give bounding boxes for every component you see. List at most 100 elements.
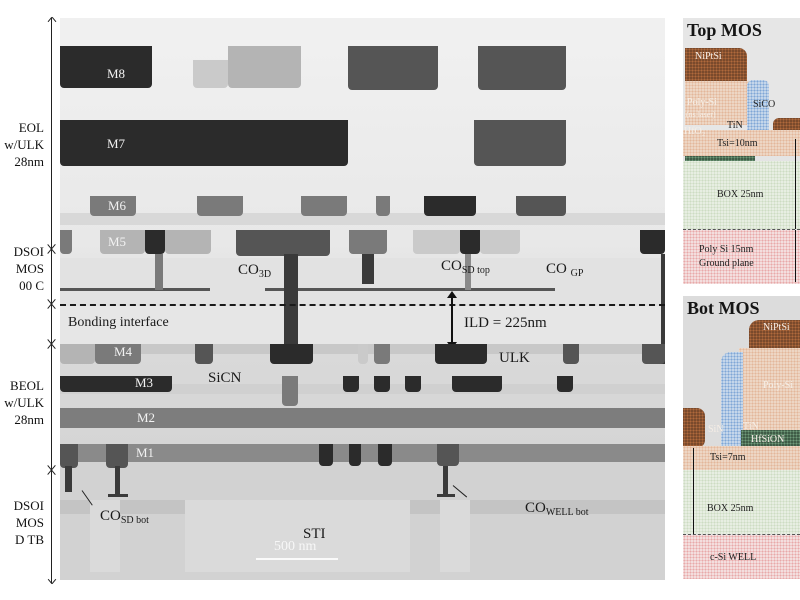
- metal-m7: [474, 120, 566, 166]
- metal-m3: [282, 376, 298, 406]
- box-gp-separator: [683, 229, 800, 230]
- top-active-line: [265, 288, 555, 291]
- bg-band: [60, 18, 665, 46]
- metal-m3: [452, 376, 502, 392]
- cowell-bot-via: [443, 466, 448, 496]
- bot-mos-panel: Bot MOS NiPtSi Poly-Si SiN TiN HfSiON Ts…: [683, 296, 800, 579]
- label-line: 28nm: [14, 412, 44, 427]
- metal-m1: [437, 444, 459, 466]
- label-ns-laser: (ns laser): [686, 110, 716, 119]
- sico-spacer: [747, 80, 769, 130]
- metal-m3: [343, 376, 359, 392]
- label-tsi: Tsi=7nm: [710, 452, 746, 463]
- segment-marker-icon: [46, 298, 57, 310]
- box-layer: [683, 161, 800, 229]
- label-m1: M1: [136, 445, 155, 460]
- metal-m4: [270, 344, 313, 364]
- nipsi-gate-top: [685, 48, 747, 81]
- label-ground-plane: Ground plane: [699, 258, 754, 269]
- metal-m8: [193, 60, 228, 88]
- metal-m1: [60, 444, 665, 462]
- tsi-arrow: [795, 139, 797, 161]
- metal-m6: [516, 196, 566, 216]
- top-mos-title: Top MOS: [687, 20, 762, 40]
- ground-plane-layer: [683, 230, 800, 284]
- metal-m2: [60, 408, 665, 428]
- gp-arrow: [795, 230, 797, 282]
- metal-m5: [236, 230, 330, 256]
- metal-m4: [374, 344, 390, 364]
- metal-m6: [376, 196, 390, 216]
- metal-m3: [374, 376, 390, 392]
- metal-m3: [557, 376, 573, 392]
- label-c-si-well: c-Si WELL: [710, 552, 757, 563]
- label-hfo2: HfO₂: [684, 126, 706, 137]
- metal-m6: [197, 196, 243, 216]
- hfsion-layer: [741, 430, 800, 446]
- label-ulk: ULK: [499, 350, 530, 366]
- label-tin: TiN: [743, 421, 759, 432]
- label-box: BOX 25nm: [717, 189, 764, 200]
- metal-m4: [642, 344, 665, 364]
- arrow-up-icon: [47, 16, 57, 22]
- label-co3d: CO3D: [238, 262, 272, 280]
- bg-band: [60, 213, 665, 225]
- bonding-interface-line: [60, 304, 665, 306]
- label-poly-si: Poly-Si: [763, 380, 794, 391]
- label-m7: M7: [107, 136, 126, 151]
- label-sicn: SiCN: [208, 370, 242, 386]
- label-line: DSOI: [13, 244, 44, 259]
- metal-m3: [60, 376, 172, 392]
- sti-trench: [440, 500, 470, 572]
- metal-m1: [319, 444, 333, 466]
- label-tin: TiN: [727, 120, 743, 131]
- well-layer: [683, 535, 800, 579]
- label-m4: M4: [114, 344, 133, 359]
- contact-landing: [437, 494, 455, 497]
- metal-m4: [95, 344, 141, 364]
- box-layer: [683, 470, 800, 534]
- label-sti: STI: [303, 526, 326, 542]
- metal-m8: [478, 46, 566, 90]
- label-bonding-interface: Bonding interface: [68, 315, 169, 330]
- nipsi-gate-top: [749, 320, 800, 348]
- bonding-ild: [60, 306, 665, 344]
- label-bot-beol: BEOL w/ULK 28nm: [4, 377, 44, 428]
- label-box: BOX 25nm: [707, 503, 754, 514]
- metal-m6: [424, 196, 476, 216]
- label-line: 00 C: [19, 278, 44, 293]
- label-m8: M8: [107, 66, 126, 81]
- label-tsi: Tsi=10nm: [717, 138, 758, 149]
- metal-m8: [60, 46, 152, 88]
- label-line: MOS: [15, 261, 44, 276]
- poly-si-gate: [685, 81, 749, 125]
- scale-bar: [256, 558, 338, 560]
- metal-m4: [358, 344, 368, 364]
- sti-trench: [185, 500, 410, 572]
- tsi-arrow: [693, 448, 695, 470]
- label-m6: M6: [108, 198, 127, 213]
- label-top-fdsoi: DSOI MOS 00 C: [14, 243, 44, 294]
- segment-marker-icon: [46, 464, 57, 476]
- metal-m5: [145, 230, 165, 254]
- label-line: D TB: [14, 532, 44, 547]
- metal-m1: [60, 444, 78, 468]
- label-cosd-bot: COSD bot: [100, 508, 149, 526]
- contact-via: [115, 466, 120, 496]
- metal-m7: [60, 120, 348, 166]
- tem-cross-section: M8 M7 M6 M5 CO3D COSD top CO GP Bonding …: [60, 18, 665, 580]
- label-top-beol: EOL w/ULK 28nm: [4, 119, 44, 170]
- label-m5: M5: [108, 234, 127, 249]
- metal-m5: [349, 230, 387, 254]
- label-nipsi: NiPtSi: [695, 51, 722, 62]
- metal-m1: [378, 444, 392, 466]
- top-interlayer: [685, 156, 755, 161]
- label-line: DSOI: [13, 498, 44, 513]
- metal-m5: [640, 230, 665, 254]
- label-bot-fdsoi: DSOI MOS D TB: [14, 497, 44, 548]
- metal-m3: [405, 376, 421, 392]
- edge-via: [661, 254, 665, 364]
- label-line: 28nm: [14, 154, 44, 169]
- bg-band: [60, 384, 665, 394]
- metal-m5: [413, 230, 460, 254]
